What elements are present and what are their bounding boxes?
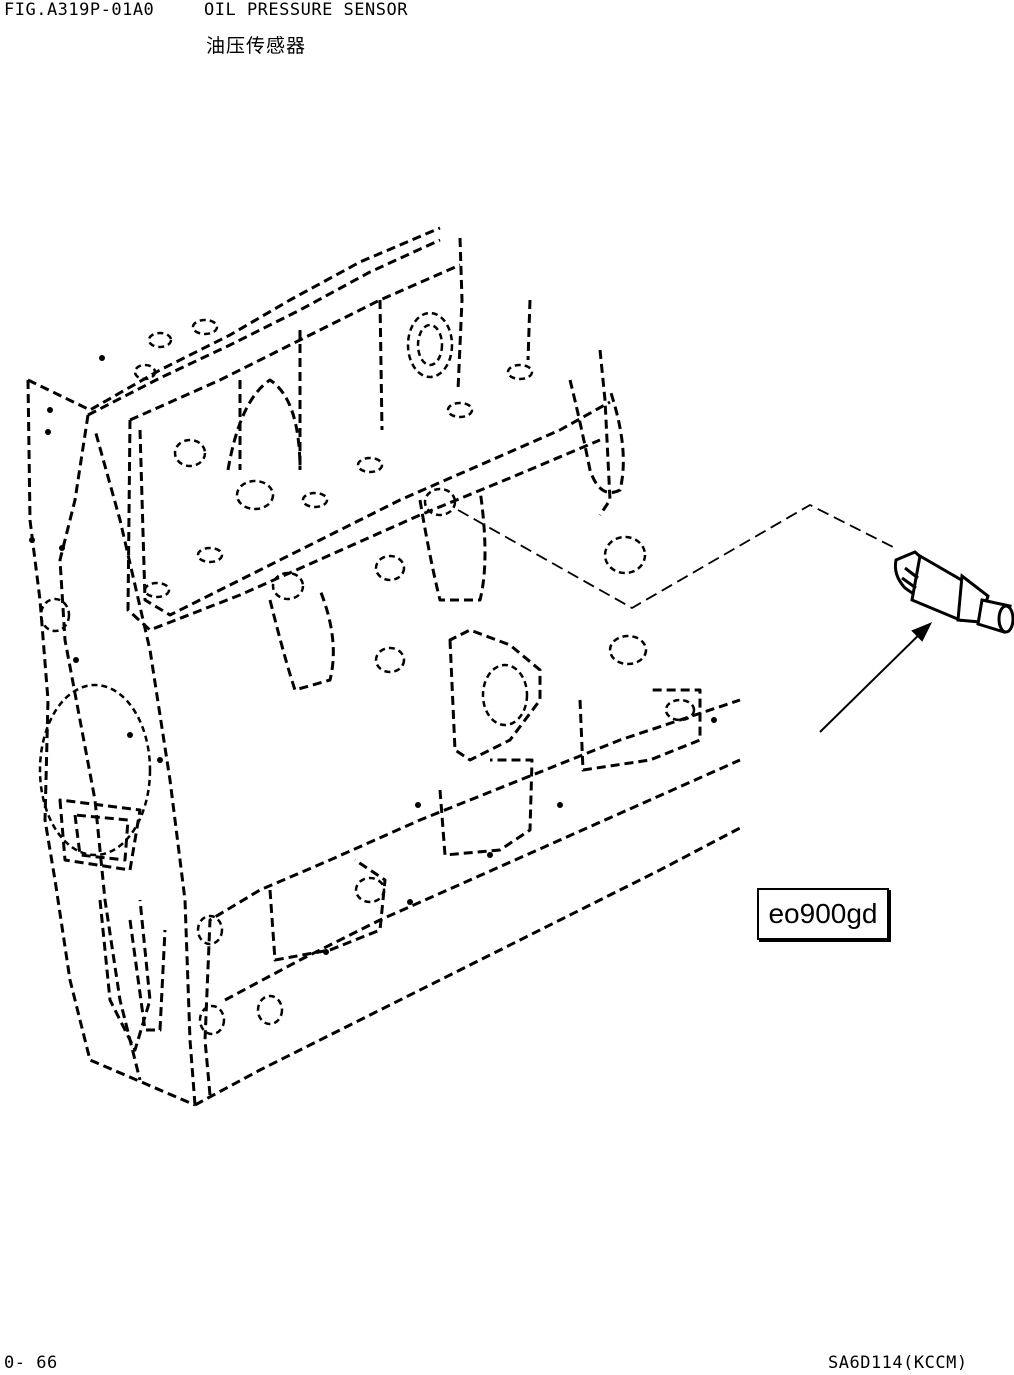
oil-pressure-sensor-icon xyxy=(893,550,1014,634)
part-title-chinese: 油压传感器 xyxy=(206,35,307,57)
direction-arrow xyxy=(819,622,933,733)
bolt-holes xyxy=(38,311,696,1036)
engine-block-outline xyxy=(26,226,741,1107)
model-code: SA6D114(KCCM) xyxy=(828,1353,968,1373)
drawing-code-label: eo900gd xyxy=(757,888,889,940)
leader-lines xyxy=(457,503,896,610)
part-title: OIL PRESSURE SENSOR xyxy=(204,0,408,20)
figure-number: FIG.A319P-01A0 xyxy=(4,0,155,20)
page-number: 0- 66 xyxy=(4,1353,58,1373)
small-holes xyxy=(29,355,717,955)
